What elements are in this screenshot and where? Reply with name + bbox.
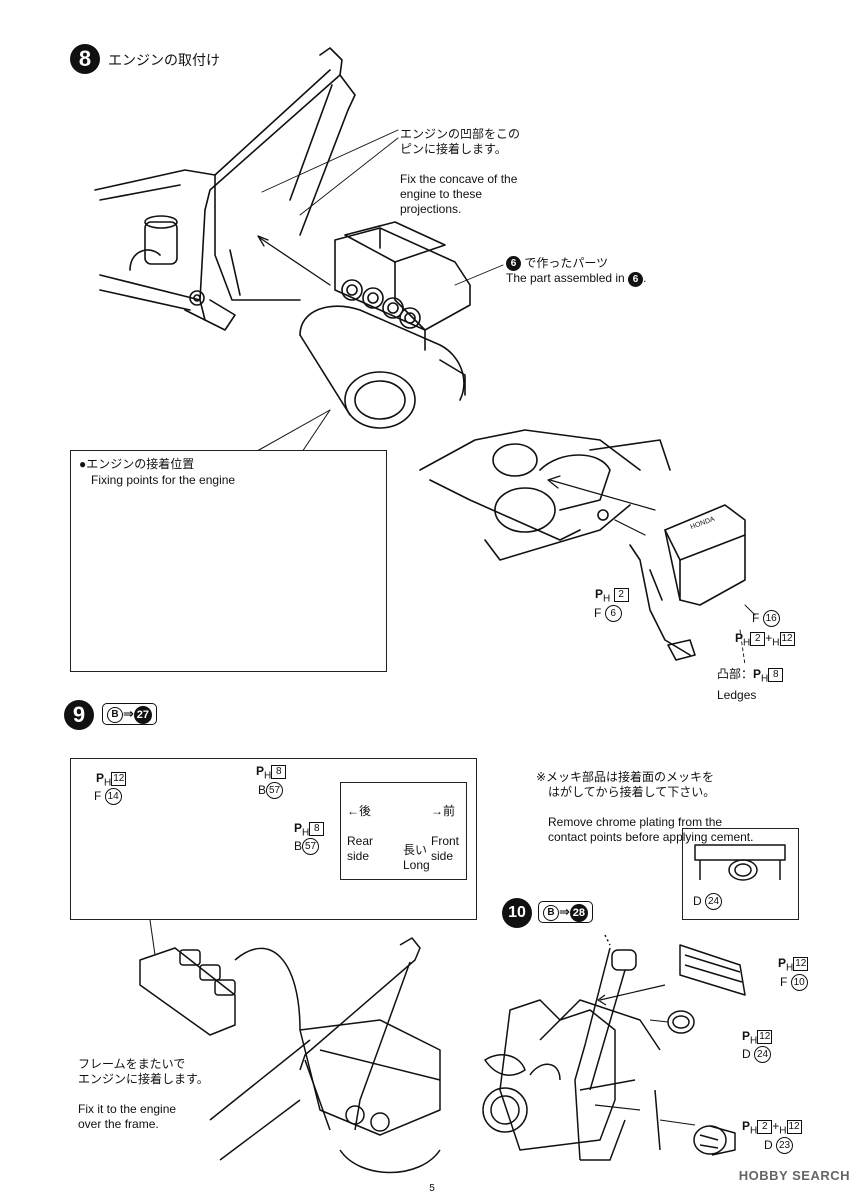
step-number-8: 8 [70,44,100,74]
frame-note-en: Fix it to the engine over the frame. [78,1102,177,1131]
rear-side-label: ←後 Rear side [347,804,374,863]
frame-note-jp: フレームをまたいで エンジンに接着します。 [78,1057,209,1086]
part-label-f16: F 16 [752,610,780,628]
frame-illustration-step9 [139,919,441,1174]
engine-illustration-step10 [482,934,746,1161]
engine-illustration-step8 [299,221,471,429]
part-label-f10: F 10 [780,974,808,992]
inset-title-jp: ●エンジンの接着位置 [79,457,195,471]
part-label-f14: F 14 [94,788,122,806]
concave-note-en: Fix the concave of the engine to these p… [400,172,518,216]
chain-cover-illustration [419,429,746,661]
part-label-d24: D 24 [742,1046,772,1064]
engine-fixing-inset: ●エンジンの接着位置 Fixing points for the engine [70,450,387,672]
step8-concave-note: エンジンの凹部をこの ピンに接着します。 Fix the concave of … [400,112,600,232]
part-note-en: The part assembled in [506,271,625,286]
concave-note-jp: エンジンの凹部をこの ピンに接着します。 [400,127,521,156]
step10-reference: B⇒28 [538,901,593,923]
frame-note: フレームをまたいで エンジンに接着します。 Fix it to the engi… [78,1042,209,1147]
watermark: HOBBY SEARCH [738,1168,850,1183]
chrome-note-jp: ※メッキ部品は接着面のメッキを はがしてから接着して下さい。 [536,770,716,799]
step-number-10: 10 [502,898,532,928]
orientation-box: ←後 Rear side →前 Front side 長い Long [340,782,467,880]
front-side-label: →前 Front side [431,804,460,863]
inset-title-en: Fixing points for the engine [91,473,236,487]
step-number-9: 9 [64,700,94,730]
step8-part-note: 6 で作ったパーツ The part assembled in 6. [506,256,647,287]
part-note-jp: で作ったパーツ [524,256,609,270]
frame-illustration-step8 [94,47,356,331]
step-ref-6: 6 [506,256,521,272]
part-label-f6: F 6 [594,605,622,623]
chrome-part-box: D 24 [682,828,799,920]
part-label-ph2: PH 2 [595,586,629,607]
chrome-part-illustration [694,844,786,881]
step-ref-6-en: 6 [628,271,644,287]
chrome-note-en: Remove chrome plating from the contact p… [548,815,754,844]
step8-title: エンジンの取付け [108,52,220,68]
part-label-d24-box: D 24 [693,893,723,911]
step9-reference: B⇒27 [102,703,157,725]
long-label: 長い Long [403,843,430,872]
page-number: 5 [429,1183,435,1194]
chrome-note: ※メッキ部品は接着面のメッキを はがしてから接着して下さい。 Remove ch… [536,755,753,860]
part-label-d23: D 23 [764,1137,794,1155]
